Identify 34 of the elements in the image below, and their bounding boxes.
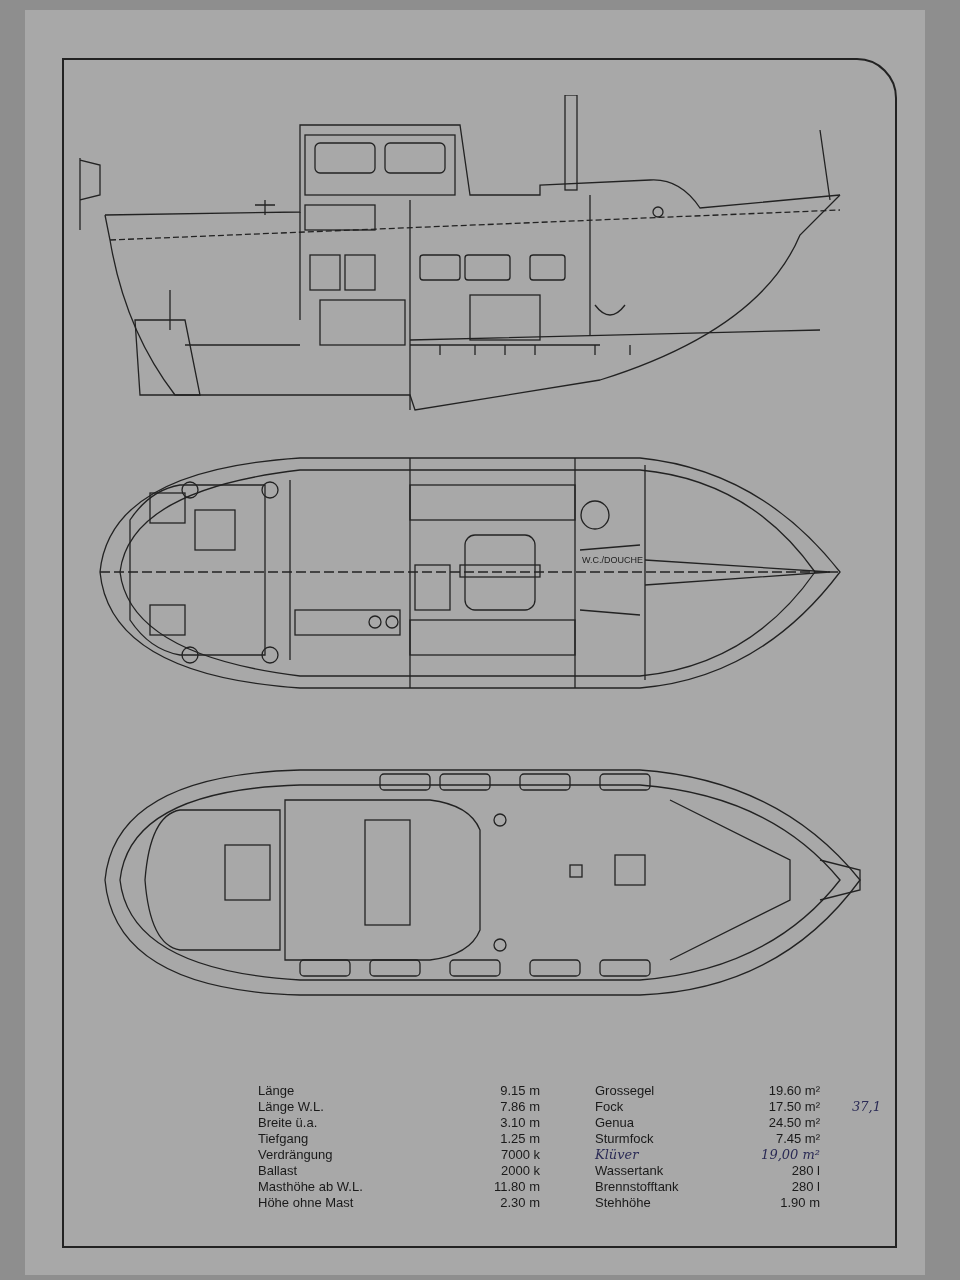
spec-value: 2000 k [499,1163,540,1179]
spec-name: Verdrängung [258,1147,334,1163]
handwritten-note: Klüver [595,1147,640,1163]
spec-value: 24.50 m² [767,1115,820,1131]
spec-value: 280 l [790,1163,820,1179]
spec-value: 7.86 m [499,1099,540,1115]
spec-name: Höhe ohne Mast [258,1195,355,1211]
spec-name: Länge W.L. [258,1099,325,1115]
spec-value: 2.30 m [499,1195,540,1211]
spec-value: 7.45 m² [774,1131,820,1147]
spec-value: 7000 k [499,1147,540,1163]
spec-name: Genua [595,1115,636,1131]
spec-value: 19.60 m² [767,1083,820,1099]
room-label: W.C./DOUCHE [582,556,643,565]
spec-name: Länge [258,1083,296,1099]
spec-value: 280 l [790,1179,820,1195]
spec-name: Masthöhe ab W.L. [258,1179,364,1195]
spec-value: 1.25 m [499,1131,540,1147]
spec-name: Wassertank [595,1163,665,1179]
spec-value: 1.90 m [779,1195,820,1211]
spec-name: Fock [595,1099,625,1115]
handwritten-note: 37,1 [852,1099,882,1115]
spec-value: 11.80 m [493,1179,540,1195]
spec-name: Tiefgang [258,1131,310,1147]
spec-name: Breite ü.a. [258,1115,319,1131]
handwritten-note: 19,00 m² [760,1147,820,1163]
spec-value: 9.15 m [499,1083,540,1099]
spec-name: Grossegel [595,1083,656,1099]
spec-name: Ballast [258,1163,299,1179]
spec-name: Brennstofftank [595,1179,680,1195]
spec-value: 17.50 m² [767,1099,820,1115]
spec-name: Sturmfock [595,1131,655,1147]
spec-value: 3.10 m [499,1115,540,1131]
spec-name: Stehhöhe [595,1195,652,1211]
